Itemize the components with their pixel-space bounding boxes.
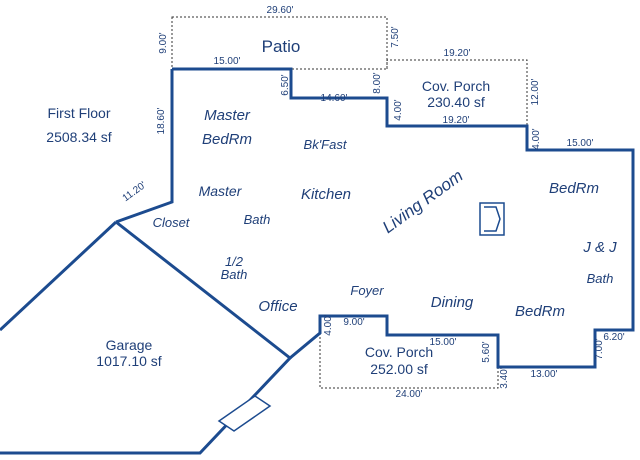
dim-porch-top-width: 19.20' [444, 48, 471, 59]
garage-step [217, 395, 272, 432]
dim-east-620: 6.20' [603, 332, 624, 343]
dim-step-800: 8.00' [372, 72, 383, 93]
dim-step-400a: 4.00' [393, 99, 404, 120]
dim-north-wall-4: 15.00' [567, 138, 594, 149]
room-foyer: Foyer [350, 283, 384, 298]
dim-east-700: 7.00' [594, 338, 605, 359]
dim-step-400c: 4.00' [323, 314, 334, 335]
dim-patio-left: 9.00' [158, 32, 169, 53]
house-wall [172, 67, 635, 369]
dim-step-650: 6.50' [280, 74, 291, 95]
dim-foyer-900: 9.00' [343, 317, 364, 328]
dim-west-wall: 18.60' [156, 107, 167, 134]
dim-porch-top-depth: 12.00' [530, 78, 541, 105]
dim-patio-right: 7.50' [390, 26, 401, 47]
room-bedrm-bottom: BedRm [515, 303, 565, 320]
porch-bottom-area: 252.00 sf [370, 361, 428, 377]
porch-bottom-outline [319, 333, 499, 389]
porch-bottom-label: Cov. Porch [365, 344, 433, 360]
room-kitchen: Kitchen [301, 186, 351, 203]
dim-patio-width: 29.60' [267, 5, 294, 16]
dim-north-wall-2: 14.60' [321, 93, 348, 104]
fireplace-inner [484, 206, 501, 232]
porch-top-area: 230.40 sf [427, 94, 485, 110]
patio-outline [171, 16, 388, 70]
room-closet: Closet [153, 215, 191, 230]
dim-south-1500: 15.00' [430, 337, 457, 348]
room-office: Office [258, 298, 297, 315]
porch-top-label: Cov. Porch [422, 78, 490, 94]
porch-top-outline [386, 59, 528, 126]
room-bkfast: Bk'Fast [304, 137, 348, 152]
dim-angle-wall: 11.20' [121, 180, 149, 204]
room-jj-bath: Bath [587, 271, 614, 286]
room-living: Living Room [379, 166, 467, 237]
garage-label: Garage [106, 337, 153, 353]
dim-porch-bottom-width: 24.00' [396, 389, 423, 400]
floor-label: First Floor [48, 105, 111, 121]
room-master-bedroom-1: Master [204, 107, 251, 124]
floor-area: 2508.34 sf [46, 129, 111, 145]
room-jj: J & J [582, 239, 617, 256]
room-master-bedroom-2: BedRm [202, 131, 252, 148]
house-wall-west [115, 69, 174, 224]
dim-north-wall-3: 19.20' [443, 115, 470, 126]
room-master-bath-2: Bath [244, 212, 271, 227]
dim-step-340: 3.40' [499, 367, 510, 388]
dim-south-1300: 13.00' [531, 369, 558, 380]
patio-label: Patio [262, 37, 301, 56]
dim-step-400b: 4.00' [531, 128, 542, 149]
room-master-bath-1: Master [199, 183, 243, 199]
room-half-bath-1: 1/2 [225, 254, 244, 269]
garage-wall-west [0, 220, 118, 332]
dim-step-560: 5.60' [481, 341, 492, 362]
room-bedrm-right: BedRm [549, 180, 599, 197]
dim-north-wall-1: 15.00' [214, 56, 241, 67]
room-dining: Dining [431, 294, 474, 311]
garage-area: 1017.10 sf [96, 353, 161, 369]
room-half-bath-2: Bath [221, 267, 248, 282]
